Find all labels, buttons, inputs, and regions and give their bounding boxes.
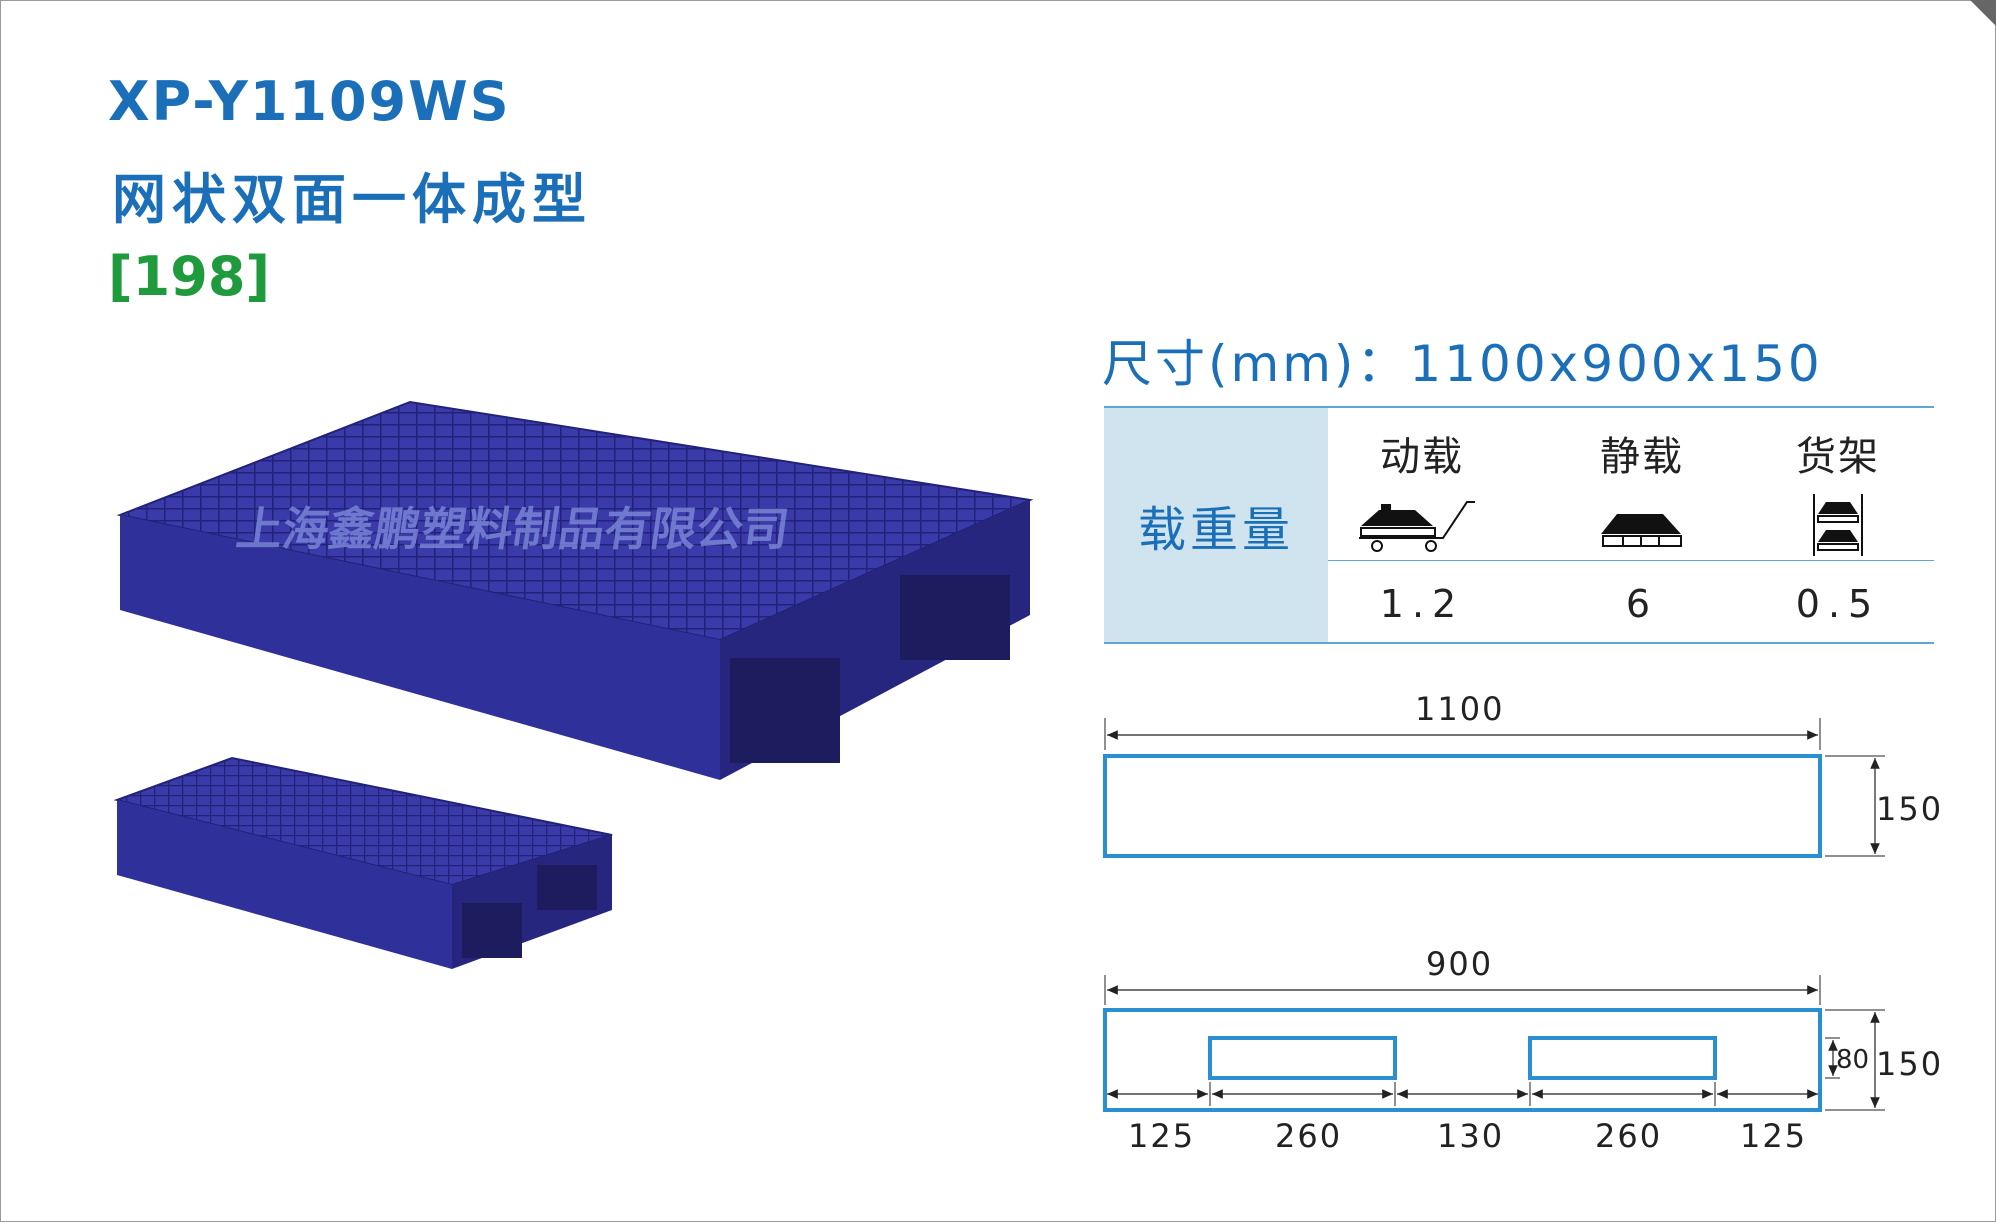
large-pallet-image: 上海鑫鹏塑料制品有限公司	[116, 400, 1034, 780]
rack-icon	[1813, 494, 1863, 556]
product-code: [198]	[108, 245, 271, 308]
dynamic-load-value: 1.2	[1379, 582, 1465, 626]
side-view-width	[1103, 975, 1885, 1112]
small-pallet-image	[113, 756, 613, 969]
watermark-text: 上海鑫鹏塑料制品有限公司	[233, 502, 792, 556]
model-title: XP-Y1109WS	[108, 70, 511, 133]
load-row-header: 载重量	[1104, 408, 1328, 642]
side-view-length	[1103, 718, 1885, 858]
static-load-column: 静载	[1542, 408, 1742, 560]
rack-load-column: 货架	[1738, 408, 1938, 560]
forklift-cart-icon	[1359, 501, 1475, 552]
height-dimension-2: 150	[1876, 1045, 1944, 1083]
table-top-rule	[1104, 406, 1934, 408]
segment-dimension-5: 125	[1740, 1117, 1808, 1155]
height-dimension-1: 150	[1876, 790, 1944, 828]
corner-mark	[1970, 0, 1996, 26]
dimensions-label: 尺寸(mm)：1100x900x150	[1102, 335, 1823, 393]
static-load-value: 6	[1625, 582, 1659, 626]
segment-dimension-3: 130	[1437, 1117, 1505, 1155]
dimension-drawings	[1103, 718, 1885, 1112]
dynamic-load-column: 动载	[1322, 408, 1522, 560]
length-dimension: 1100	[1415, 690, 1505, 728]
product-type: 网状双面一体成型	[112, 168, 592, 231]
segment-dimension-4: 260	[1595, 1117, 1663, 1155]
table-mid-rule	[1328, 560, 1934, 561]
opening-height-dimension: 80	[1836, 1045, 1870, 1075]
static-load-icon	[1601, 514, 1682, 547]
segment-dimension-2: 260	[1275, 1117, 1343, 1155]
width-dimension: 900	[1426, 945, 1494, 983]
rack-load-value: 0.5	[1795, 582, 1881, 626]
table-bottom-rule	[1104, 642, 1934, 644]
segment-dimension-1: 125	[1128, 1117, 1196, 1155]
